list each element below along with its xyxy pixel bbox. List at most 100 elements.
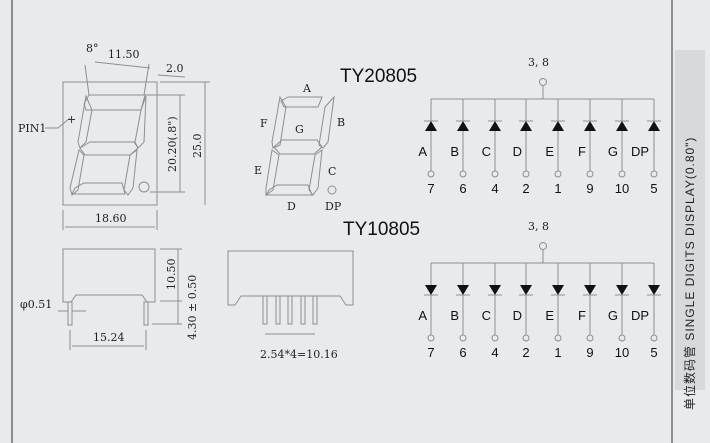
dim-angle: 8°: [86, 42, 99, 55]
segment-label: A: [418, 144, 427, 159]
seg-label-f: F: [260, 117, 268, 130]
pin-number: 4: [491, 345, 498, 360]
seg-label-d: D: [287, 200, 296, 213]
segment-label: E: [545, 308, 554, 323]
pin-number: 9: [586, 345, 593, 360]
pin-node: [491, 170, 499, 178]
segment-label: A: [418, 308, 427, 323]
pin-node: [522, 334, 530, 342]
pin-node: [586, 170, 594, 178]
diode-icon: [425, 285, 437, 295]
dim-height: 25.0: [191, 134, 204, 159]
segment-label: F: [578, 308, 586, 323]
diode-icon: [648, 121, 660, 131]
pin1-label: PIN1: [18, 122, 46, 135]
pin-node: [459, 334, 467, 342]
pin-number: 9: [586, 181, 593, 196]
model-top: TY20805: [340, 66, 417, 87]
segment-label: C: [482, 144, 491, 159]
pin-number: 1: [554, 181, 561, 196]
segment-label: D: [513, 308, 522, 323]
pin-node: [618, 334, 626, 342]
dim-pin-dia: φ0.51: [20, 298, 52, 311]
pin-node: [586, 334, 594, 342]
dim-row-spacing: 15.24: [93, 331, 125, 344]
diode-icon: [457, 121, 469, 131]
pin-node: [650, 334, 658, 342]
seg-label-e: E: [254, 164, 262, 177]
pin-node: [650, 170, 658, 178]
diode-icon: [489, 121, 501, 131]
seg-label-b: B: [337, 116, 345, 129]
pin-number: 10: [615, 181, 629, 196]
pin-number: 2: [522, 345, 529, 360]
diode-icon: [520, 121, 532, 131]
diode-icon: [552, 121, 564, 131]
segment-label: C: [482, 308, 491, 323]
pin-number: 10: [615, 345, 629, 360]
pin-number: 1: [554, 345, 561, 360]
segment-label: D: [513, 144, 522, 159]
dim-top-width: 11.50: [108, 48, 140, 61]
side-view: φ0.51 10.50 4.30 ± 0.50 15.24: [20, 248, 199, 350]
common-pin-label: 3, 8: [528, 220, 549, 233]
front-view: 8° 11.50 2.0 PIN1 + 20.20(.8") 25.0 18.6…: [18, 42, 210, 230]
pin-node: [522, 170, 530, 178]
pin-node: [618, 170, 626, 178]
dim-digit-height: 20.20(.8"): [166, 116, 179, 172]
seg-label-g: G: [295, 123, 304, 136]
segment-label: B: [450, 308, 459, 323]
diode-icon: [616, 121, 628, 131]
segment-label: G: [608, 308, 618, 323]
seg-label-dp: DP: [325, 200, 342, 213]
diode-icon: [616, 285, 628, 295]
pin-number: 5: [650, 181, 657, 196]
dim-pin-pitch: 2.54*4=10.16: [260, 348, 338, 361]
diode-icon: [584, 121, 596, 131]
seg-label-a: A: [302, 82, 312, 95]
common-node: [539, 78, 547, 86]
diode-icon: [552, 285, 564, 295]
diode-icon: [489, 285, 501, 295]
segment-label: DP: [631, 308, 649, 323]
diode-icon: [520, 285, 532, 295]
dim-body-height: 10.50: [165, 259, 178, 291]
dim-offset: 2.0: [166, 62, 184, 75]
pin-number: 6: [459, 181, 466, 196]
pin-node: [554, 334, 562, 342]
end-view: 2.54*4=10.16: [227, 250, 354, 361]
pin-node: [427, 170, 435, 178]
pin-node: [459, 170, 467, 178]
pin1-mark: +: [67, 113, 76, 126]
dim-pin-length: 4.30 ± 0.50: [186, 275, 199, 340]
segment-label: F: [578, 144, 586, 159]
diode-icon: [457, 285, 469, 295]
pin-number: 2: [522, 181, 529, 196]
segment-label: G: [608, 144, 618, 159]
side-strip: [675, 50, 705, 390]
diode-icon: [425, 121, 437, 131]
segment-label: B: [450, 144, 459, 159]
pin-number: 7: [427, 345, 434, 360]
pin-node: [554, 170, 562, 178]
pin-number: 5: [650, 345, 657, 360]
model-bottom: TY10805: [343, 219, 420, 240]
diode-icon: [584, 285, 596, 295]
side-title: 单位数码管 SINGLE DIGITS DISPLAY(0.80"): [682, 137, 697, 410]
diode-icon: [648, 285, 660, 295]
segment-map: A B C D E F G DP: [254, 82, 345, 213]
seg-label-c: C: [328, 165, 336, 178]
common-node: [539, 242, 547, 250]
dim-width: 18.60: [95, 212, 127, 225]
pin-node: [491, 334, 499, 342]
segment-label: DP: [631, 144, 649, 159]
segment-label: E: [545, 144, 554, 159]
circuit-common-cathode: 3, 8 A 7 B 6 C 4 D 2 E 1 F 9 G 10 DP 5: [418, 220, 661, 360]
pin-number: 7: [427, 181, 434, 196]
circuit-common-anode: 3, 8 A 7 B 6 C 4 D 2 E 1 F 9 G 10 DP 5: [418, 56, 661, 196]
pin-number: 4: [491, 181, 498, 196]
pin-number: 6: [459, 345, 466, 360]
common-pin-label: 3, 8: [528, 56, 549, 69]
